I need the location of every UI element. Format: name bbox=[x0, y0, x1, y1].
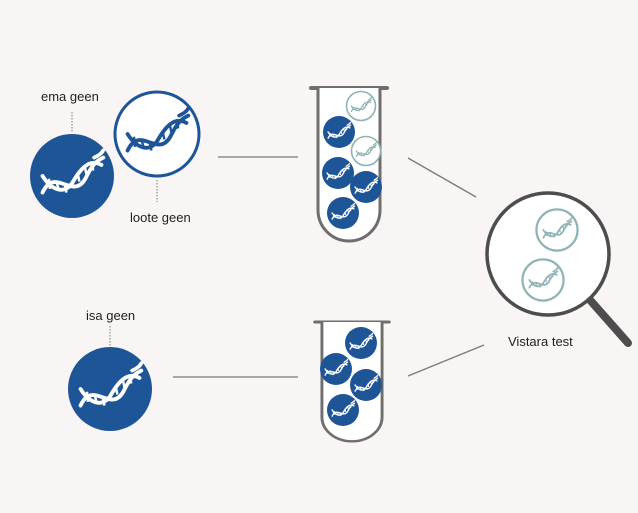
connector-bottom-right bbox=[407, 344, 485, 377]
fetal-cell bbox=[347, 92, 376, 121]
mother-gene-circle bbox=[30, 134, 114, 218]
test-tube-icon bbox=[313, 320, 391, 444]
maternal-cell bbox=[327, 197, 359, 229]
fetal-cell bbox=[352, 137, 381, 166]
maternal-cell bbox=[323, 116, 355, 148]
magnifying-glass-icon bbox=[485, 191, 632, 347]
test-name-label: Vistara test bbox=[508, 334, 573, 349]
mother-gene-label: ema geen bbox=[41, 89, 99, 104]
fetal-gene-label: loote geen bbox=[130, 210, 191, 225]
paternal-cell bbox=[350, 369, 382, 401]
fetal-cell bbox=[536, 209, 577, 250]
paternal-cell bbox=[327, 394, 359, 426]
fetal-gene-circle bbox=[113, 90, 201, 178]
paternal-cell bbox=[345, 327, 377, 359]
connector-top-right bbox=[407, 157, 477, 198]
father-gene-label: isa geen bbox=[86, 308, 136, 323]
paternal-cell bbox=[320, 353, 352, 385]
test-tube-icon bbox=[309, 86, 389, 243]
fetal-cell bbox=[522, 259, 563, 300]
maternal-cell bbox=[322, 157, 354, 189]
maternal-cell bbox=[350, 171, 382, 203]
father-gene-circle bbox=[68, 347, 152, 431]
